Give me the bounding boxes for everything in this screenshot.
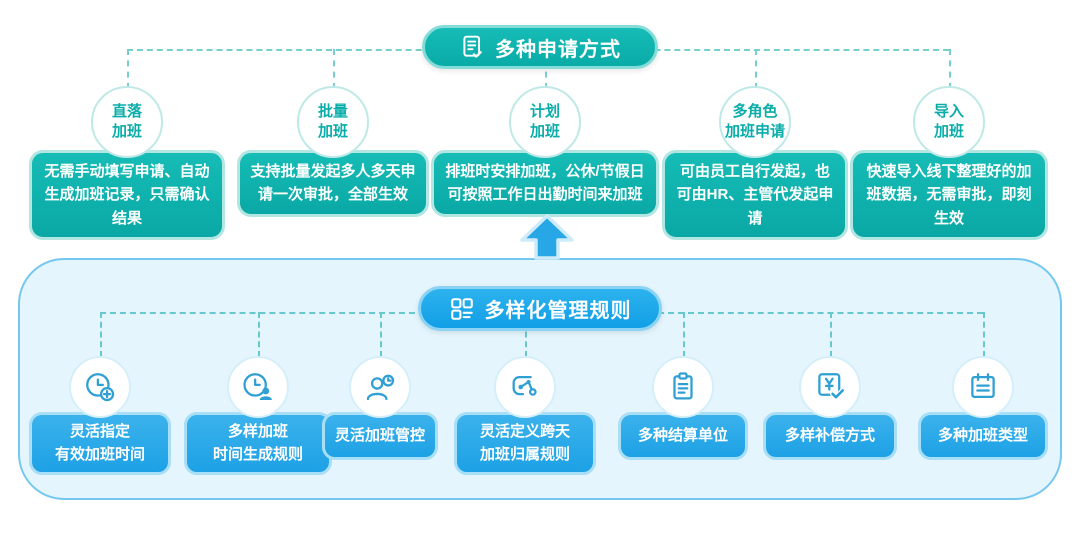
method-circle-direct: 直落 加班 <box>91 86 163 158</box>
rule-label-line1: 灵活指定 <box>69 423 130 440</box>
rule-label-line1: 灵活定义跨天 <box>479 423 570 440</box>
clock-user-icon <box>227 356 289 418</box>
rule-label-2: 多样加班 时间生成规则 <box>184 412 332 475</box>
method-column-planned: 计划 加班 排班时安排加班，公休/节假日可按照工作日出勤时间来加班 <box>431 86 659 217</box>
bottom-connector-drop-1 <box>100 312 102 357</box>
rule-column-2: 多样加班 时间生成规则 <box>184 356 332 475</box>
top-connector-drop-2 <box>333 49 335 89</box>
method-desc-direct: 无需手动填写申请、自动生成加班记录，只需确认结果 <box>29 150 225 240</box>
method-circle-multirole: 多角色 加班申请 <box>719 86 791 158</box>
method-desc-planned: 排班时安排加班，公休/节假日可按照工作日出勤时间来加班 <box>431 150 659 217</box>
bottom-connector-drop-7 <box>983 312 985 357</box>
method-column-import: 导入 加班 快速导入线下整理好的加班数据，无需审批，即刻生效 <box>850 86 1048 240</box>
rule-column-3: 灵活加班管控 <box>322 356 438 460</box>
method-circle-planned: 计划 加班 <box>509 86 581 158</box>
circle-label-line2: 加班申请 <box>724 123 785 140</box>
user-clock-icon <box>349 356 411 418</box>
calendar-icon <box>952 356 1014 418</box>
circle-label-line1: 多角色 <box>732 102 778 120</box>
bottom-connector-drop-4 <box>525 312 527 357</box>
circle-label-line1: 直落 <box>111 102 142 120</box>
rule-label-line1: 灵活加班管控 <box>334 426 425 444</box>
bottom-section-title: 多样化管理规则 <box>484 300 632 322</box>
bottom-section-title-pill: 多样化管理规则 <box>418 286 662 331</box>
circle-label-line2: 加班 <box>111 123 142 140</box>
rule-label-1: 灵活指定 有效加班时间 <box>29 412 171 475</box>
route-nodes-icon <box>494 356 556 418</box>
yen-check-icon <box>799 356 861 418</box>
method-column-multirole: 多角色 加班申请 可由员工自行发起，也可由HR、主管代发起申请 <box>662 86 848 240</box>
rule-label-7: 多种加班类型 <box>918 412 1048 460</box>
method-column-batch: 批量 加班 支持批量发起多人多天申请一次审批，全部生效 <box>237 86 429 217</box>
rule-column-4: 灵活定义跨天 加班归属规则 <box>454 356 596 475</box>
rule-column-5: 多种结算单位 <box>618 356 748 460</box>
rule-column-6: 多样补偿方式 <box>763 356 897 460</box>
top-connector-drop-4 <box>755 49 757 89</box>
rule-label-line1: 多样加班 <box>227 423 288 440</box>
circle-label-line1: 导入 <box>933 102 964 120</box>
bottom-connector-drop-6 <box>830 312 832 357</box>
up-arrow <box>519 213 575 265</box>
document-check-icon <box>459 34 485 60</box>
rule-label-line1: 多样补偿方式 <box>784 426 875 444</box>
circle-label-line2: 加班 <box>933 123 964 140</box>
rule-label-5: 多种结算单位 <box>618 412 748 460</box>
method-desc-import: 快速导入线下整理好的加班数据，无需审批，即刻生效 <box>850 150 1048 240</box>
clipboard-icon <box>652 356 714 418</box>
rule-label-line2: 时间生成规则 <box>212 445 303 463</box>
circle-label-line1: 批量 <box>317 102 348 120</box>
top-section-title: 多种申请方式 <box>495 38 621 61</box>
method-circle-import: 导入 加班 <box>913 86 985 158</box>
method-circle-batch: 批量 加班 <box>297 86 369 158</box>
top-connector-drop-1 <box>127 49 129 89</box>
bottom-connector-drop-5 <box>683 312 685 357</box>
circle-label-line2: 加班 <box>529 123 560 140</box>
rule-label-line1: 多种加班类型 <box>937 426 1028 444</box>
circle-label-line1: 计划 <box>529 102 560 120</box>
grid-menu-icon <box>449 296 475 322</box>
top-connector-drop-3 <box>545 49 547 89</box>
bottom-connector-drop-2 <box>258 312 260 357</box>
rule-label-line2: 有效加班时间 <box>54 445 145 463</box>
method-desc-batch: 支持批量发起多人多天申请一次审批，全部生效 <box>237 150 429 217</box>
rule-column-7: 多种加班类型 <box>918 356 1048 460</box>
top-connector-drop-5 <box>949 49 951 89</box>
rule-label-3: 灵活加班管控 <box>322 412 438 460</box>
method-desc-multirole: 可由员工自行发起，也可由HR、主管代发起申请 <box>662 150 848 240</box>
rule-label-line2: 加班归属规则 <box>479 445 570 463</box>
clock-plus-icon <box>69 356 131 418</box>
rule-label-6: 多样补偿方式 <box>763 412 897 460</box>
circle-label-line2: 加班 <box>317 123 348 140</box>
rule-column-1: 灵活指定 有效加班时间 <box>29 356 171 475</box>
rule-label-4: 灵活定义跨天 加班归属规则 <box>454 412 596 475</box>
rule-label-line1: 多种结算单位 <box>637 426 728 444</box>
top-section-title-pill: 多种申请方式 <box>422 25 658 69</box>
method-column-direct: 直落 加班 无需手动填写申请、自动生成加班记录，只需确认结果 <box>29 86 225 240</box>
bottom-connector-drop-3 <box>380 312 382 357</box>
